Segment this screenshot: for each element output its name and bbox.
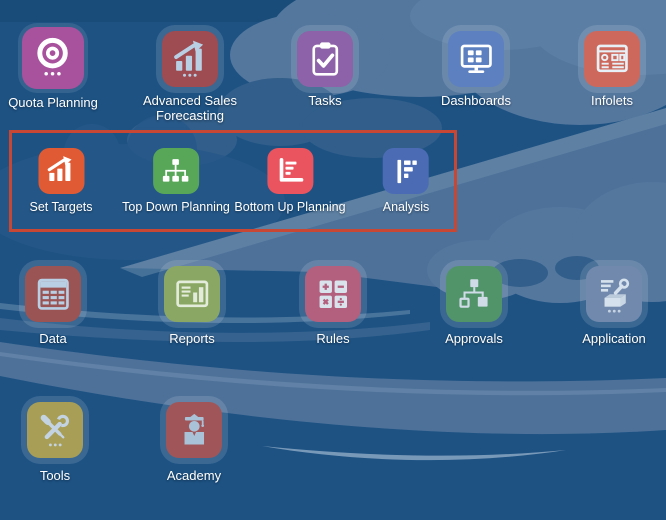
target-icon — [37, 38, 69, 76]
app-tools[interactable]: Tools — [0, 402, 125, 484]
calculator-icon[interactable] — [305, 266, 361, 322]
app-bottom-up-planning[interactable]: Bottom Up Planning — [234, 148, 346, 214]
calculator-icon — [319, 280, 347, 308]
app-label: Reports — [169, 331, 215, 346]
block-bars-icon[interactable] — [382, 148, 429, 194]
approval-tree-icon[interactable] — [446, 266, 502, 322]
app-label: Quota Planning — [8, 95, 98, 110]
monitor-grid-icon[interactable] — [448, 31, 504, 87]
infolet-window-icon — [596, 44, 628, 72]
app-label: Approvals — [445, 331, 503, 346]
infolet-window-icon[interactable] — [584, 31, 640, 87]
app-label: Tasks — [308, 93, 342, 108]
app-label: Tools — [39, 468, 71, 483]
table-icon[interactable] — [25, 266, 81, 322]
app-label: Analysis — [382, 200, 430, 214]
app-approvals[interactable]: Approvals — [404, 266, 544, 347]
bar-chart-arrow-icon — [47, 155, 72, 181]
app-tasks[interactable]: Tasks — [255, 31, 395, 109]
app-label: Dashboards — [440, 93, 512, 108]
app-set-targets[interactable]: Set Targets — [29, 148, 93, 214]
app-advanced-sales-forecasting[interactable]: Advanced Sales Forecasting — [120, 31, 260, 124]
app-label: Bottom Up Planning — [234, 200, 346, 214]
app-data[interactable]: Data — [0, 266, 123, 347]
clipboard-check-icon[interactable] — [297, 31, 353, 87]
app-quota-planning[interactable]: Quota Planning — [0, 27, 123, 111]
report-doc-icon — [176, 280, 208, 307]
app-label: Rules — [316, 331, 350, 346]
app-label: Set Targets — [29, 200, 93, 214]
bar-chart-arrow-icon — [173, 40, 203, 77]
app-top-down-planning[interactable]: Top Down Planning — [122, 148, 230, 214]
org-tree-icon[interactable] — [153, 148, 199, 194]
approval-tree-icon — [459, 278, 488, 308]
table-icon — [37, 278, 69, 310]
horizontal-bars-icon — [279, 157, 304, 182]
app-box-icon[interactable] — [586, 266, 642, 322]
horizontal-bars-icon[interactable] — [267, 148, 313, 194]
app-label: Data — [39, 331, 67, 346]
app-label: Academy — [166, 468, 222, 483]
app-academy[interactable]: Academy — [124, 402, 264, 484]
bar-chart-arrow-icon[interactable] — [37, 148, 84, 194]
app-rules[interactable]: Rules — [263, 266, 403, 347]
app-dashboards[interactable]: Dashboards — [406, 31, 546, 109]
academy-icon[interactable] — [166, 402, 222, 458]
block-bars-icon — [397, 159, 417, 183]
academy-icon — [184, 413, 204, 445]
app-infolets[interactable]: Infolets — [542, 31, 666, 109]
report-doc-icon[interactable] — [164, 266, 220, 322]
app-label: Application — [582, 331, 646, 346]
app-label: Advanced Sales Forecasting — [143, 93, 237, 123]
tools-icon[interactable] — [27, 402, 83, 458]
monitor-grid-icon — [460, 44, 492, 73]
clipboard-check-icon — [312, 42, 338, 76]
tools-icon — [40, 414, 69, 447]
app-label: Top Down Planning — [122, 200, 230, 214]
app-application[interactable]: Application — [544, 266, 666, 347]
app-analysis[interactable]: Analysis — [382, 148, 430, 214]
app-reports[interactable]: Reports — [122, 266, 262, 347]
org-tree-icon — [163, 158, 189, 182]
app-box-icon — [600, 278, 629, 313]
bar-chart-arrow-icon[interactable] — [162, 31, 218, 87]
app-label: Infolets — [591, 93, 633, 108]
target-icon[interactable] — [22, 27, 84, 89]
